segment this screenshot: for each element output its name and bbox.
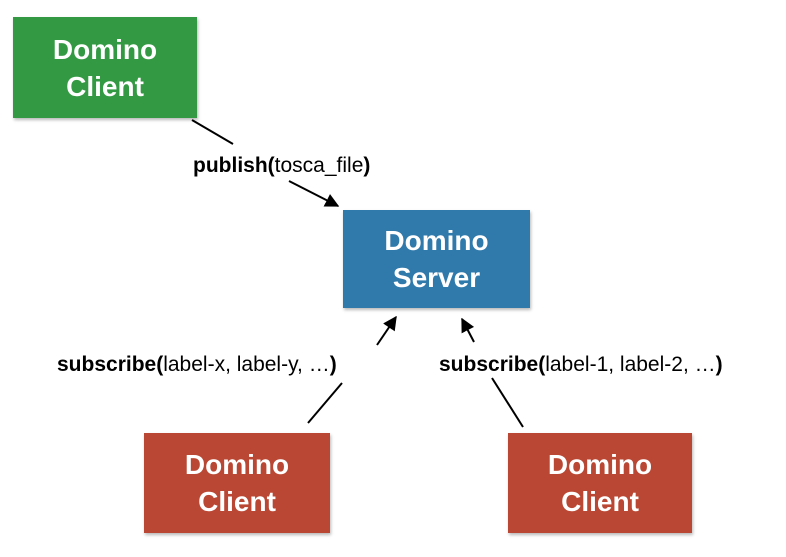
node-label-line: Domino: [52, 33, 158, 65]
publish-arrow-upper-segment: [191, 119, 234, 145]
subscribe-right-arrow-lower-segment: [491, 377, 524, 428]
node-domino-client-publisher: Domino Client: [13, 17, 197, 118]
node-label-line: Domino: [184, 449, 290, 480]
node-label-line: Client: [561, 486, 639, 517]
subscribe-left-edge-label: subscribe(label-x, label-y, …): [55, 353, 339, 377]
publish-close-paren: ): [363, 154, 371, 177]
subscribe-right-fn-name: subscribe(: [439, 353, 546, 376]
publish-fn-name: publish(: [193, 154, 275, 177]
node-label-line: Domino: [384, 225, 489, 256]
subscribe-right-arrow-head-segment: [461, 317, 475, 343]
subscribe-left-args: label-x, label-y, …: [163, 353, 330, 376]
subscribe-left-close-paren: ): [329, 353, 337, 376]
subscribe-left-fn-name: subscribe(: [57, 353, 164, 376]
subscribe-left-arrow-lower-segment: [307, 382, 343, 424]
publish-args: tosca_file: [274, 154, 364, 177]
subscribe-right-args: label-1, label-2, …: [545, 353, 716, 376]
node-domino-client-subscriber-left: Domino Client: [144, 433, 330, 533]
node-label-line: Client: [66, 70, 144, 102]
node-domino-client-subscriber-right: Domino Client: [508, 433, 692, 533]
publish-edge-label: publish(tosca_file): [191, 154, 373, 178]
subscribe-right-edge-label: subscribe(label-1, label-2, …): [437, 353, 725, 377]
publish-arrow-head-segment: [288, 180, 340, 207]
node-domino-server: Domino Server: [343, 210, 530, 308]
subscribe-left-arrow-head-segment: [376, 315, 397, 346]
subscribe-right-close-paren: ): [715, 353, 723, 376]
node-label-line: Server: [392, 262, 481, 293]
node-label-line: Domino: [547, 449, 653, 480]
node-label-line: Client: [198, 486, 276, 517]
